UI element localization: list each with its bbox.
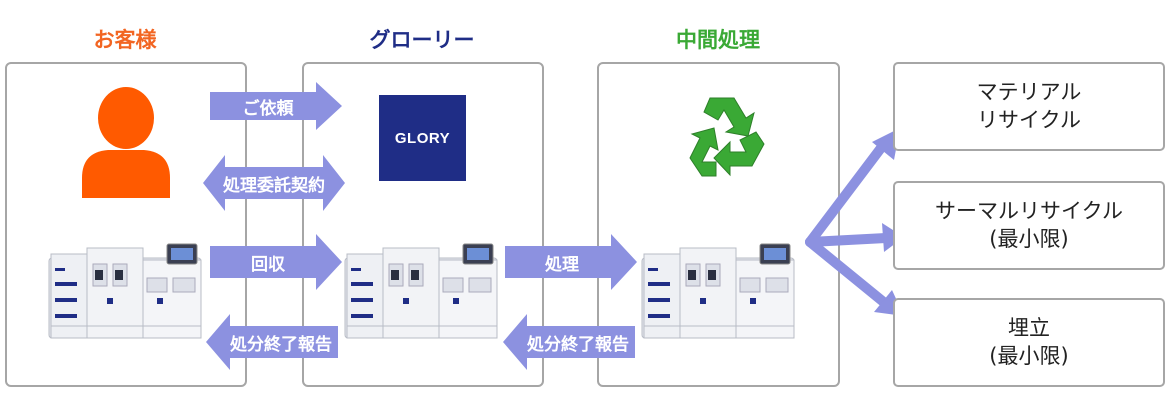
cash-machine-image <box>641 243 795 339</box>
customer-title: お客様 <box>93 28 157 52</box>
glory-logo: GLORY <box>379 95 466 181</box>
collect-arrow: 回収 <box>210 234 342 290</box>
thermal-recycle-box: サーマルリサイクル (最小限) <box>893 181 1165 270</box>
process-label: 処理 <box>545 254 579 275</box>
request-arrow: ご依頼 <box>210 82 342 130</box>
person-icon <box>82 87 170 198</box>
request-label: ご依頼 <box>242 98 294 119</box>
contract-label: 処理委託契約 <box>223 175 325 196</box>
report-label-1: 処分終了報告 <box>230 334 332 355</box>
process-arrow: 処理 <box>505 234 637 290</box>
material-recycle-box: マテリアル リサイクル <box>893 62 1165 151</box>
contract-arrow: 処理委託契約 <box>203 155 345 211</box>
glory-title: グローリー <box>369 28 475 52</box>
report-arrow-2: 処分終了報告 <box>503 314 635 370</box>
cash-machine-image <box>344 243 498 339</box>
landfill-box: 埋立 (最小限) <box>893 298 1165 387</box>
collect-label: 回収 <box>251 254 285 275</box>
intermediate-title: 中間処理 <box>676 28 760 52</box>
recycle-icon <box>689 97 765 177</box>
cash-machine-image <box>48 243 202 339</box>
report-arrow-1: 処分終了報告 <box>206 314 338 370</box>
report-label-2: 処分終了報告 <box>527 334 629 355</box>
